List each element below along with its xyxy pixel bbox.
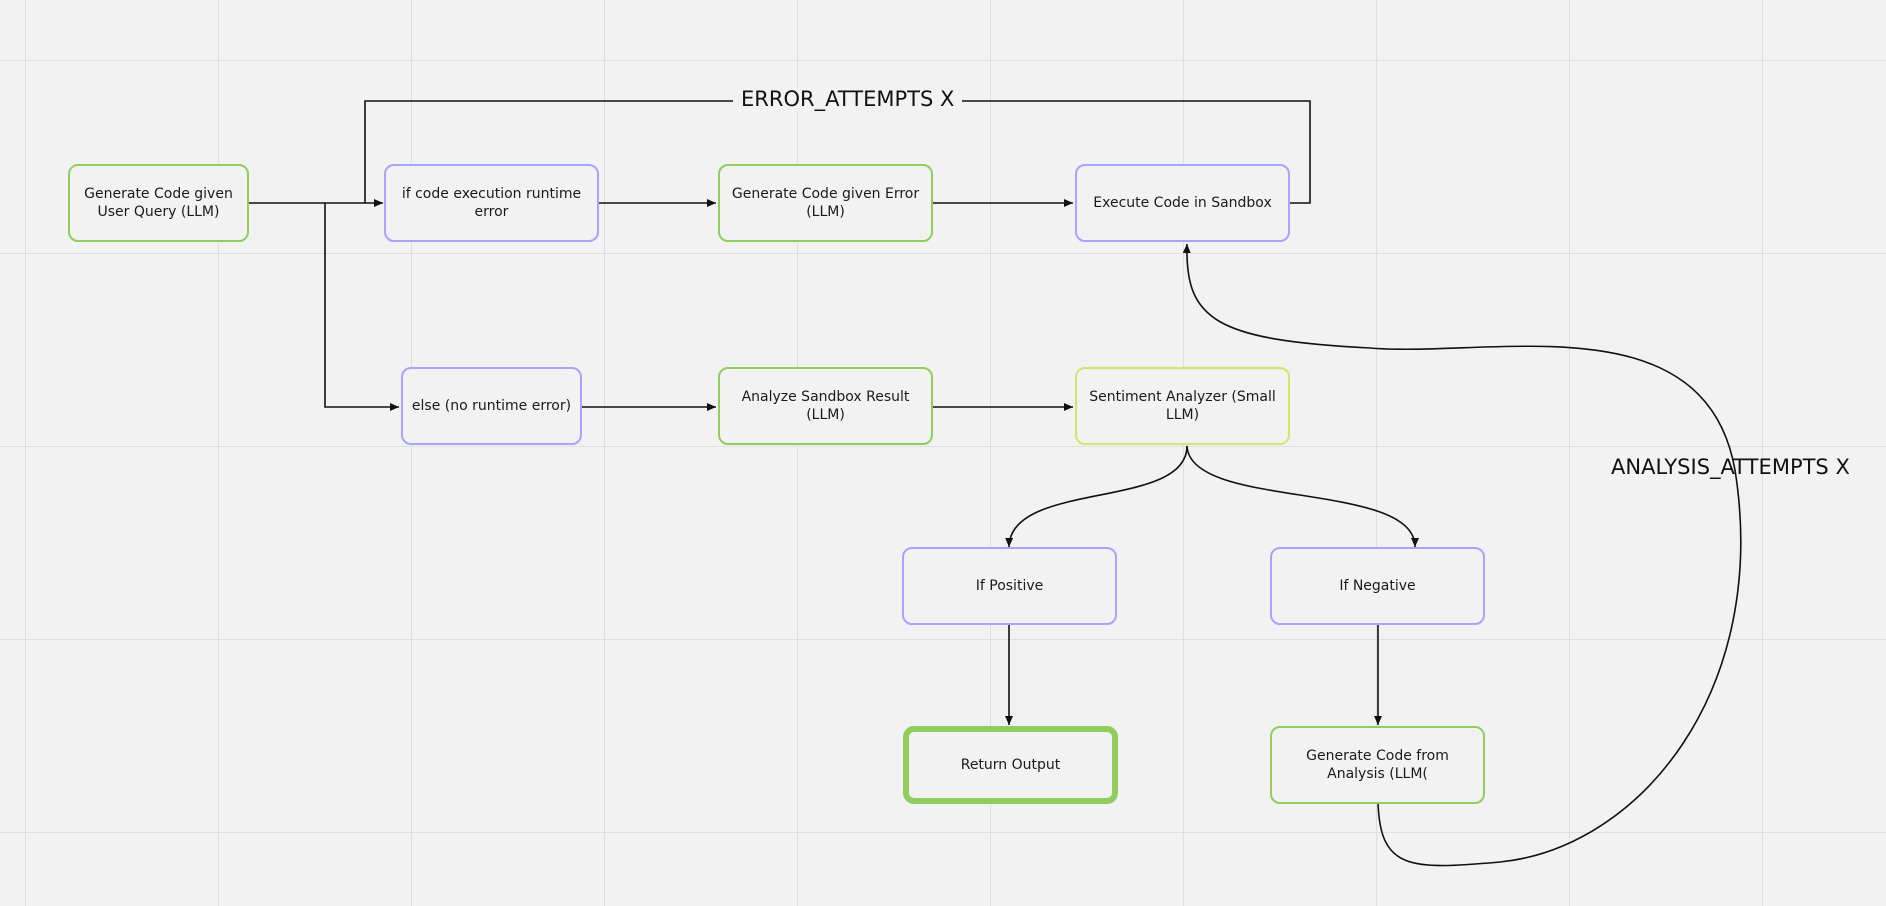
if-negative-node[interactable]: If Negative	[1270, 547, 1485, 625]
node-label: Analyze Sandbox Result (LLM)	[741, 388, 910, 423]
node-label: Sentiment Analyzer (Small LLM)	[1089, 388, 1276, 423]
node-label: Execute Code in Sandbox	[1093, 194, 1272, 211]
analysis-attempts-label: ANALYSIS_ATTEMPTS X	[1611, 455, 1850, 479]
if-runtime-error-node[interactable]: if code execution runtime error	[384, 164, 599, 242]
execute-code-sandbox-node[interactable]: Execute Code in Sandbox	[1075, 164, 1290, 242]
generate-code-error-node[interactable]: Generate Code given Error (LLM)	[718, 164, 933, 242]
generate-code-user-query-node[interactable]: Generate Code given User Query (LLM)	[68, 164, 249, 242]
if-positive-node[interactable]: If Positive	[902, 547, 1117, 625]
error-attempts-loop-connector	[364, 100, 1311, 204]
node-label: else (no runtime error)	[411, 397, 572, 414]
analyze-sandbox-result-node[interactable]: Analyze Sandbox Result (LLM)	[718, 367, 933, 445]
node-label: If Negative	[1339, 577, 1416, 594]
node-label: Generate Code from Analysis (LLM(	[1306, 747, 1449, 782]
connector-branch-to-else	[324, 203, 399, 411]
node-label: Generate Code given User Query (LLM)	[84, 185, 233, 220]
sentiment-analyzer-node[interactable]: Sentiment Analyzer (Small LLM)	[1075, 367, 1290, 445]
generate-code-analysis-node[interactable]: Generate Code from Analysis (LLM(	[1270, 726, 1485, 804]
connector-sentiment-to-positive	[1005, 445, 1188, 548]
else-no-runtime-error-node[interactable]: else (no runtime error)	[401, 367, 582, 445]
analysis-attempts-loop-connector	[1182, 243, 1742, 867]
node-label: if code execution runtime error	[401, 185, 582, 220]
return-output-node[interactable]: Return Output	[903, 726, 1118, 804]
error-attempts-label: ERROR_ATTEMPTS X	[733, 87, 963, 111]
node-label: Generate Code given Error (LLM)	[731, 185, 920, 220]
node-label: Return Output	[960, 756, 1061, 773]
node-label: If Positive	[975, 577, 1044, 594]
connector-sentiment-to-negative	[1186, 445, 1419, 548]
